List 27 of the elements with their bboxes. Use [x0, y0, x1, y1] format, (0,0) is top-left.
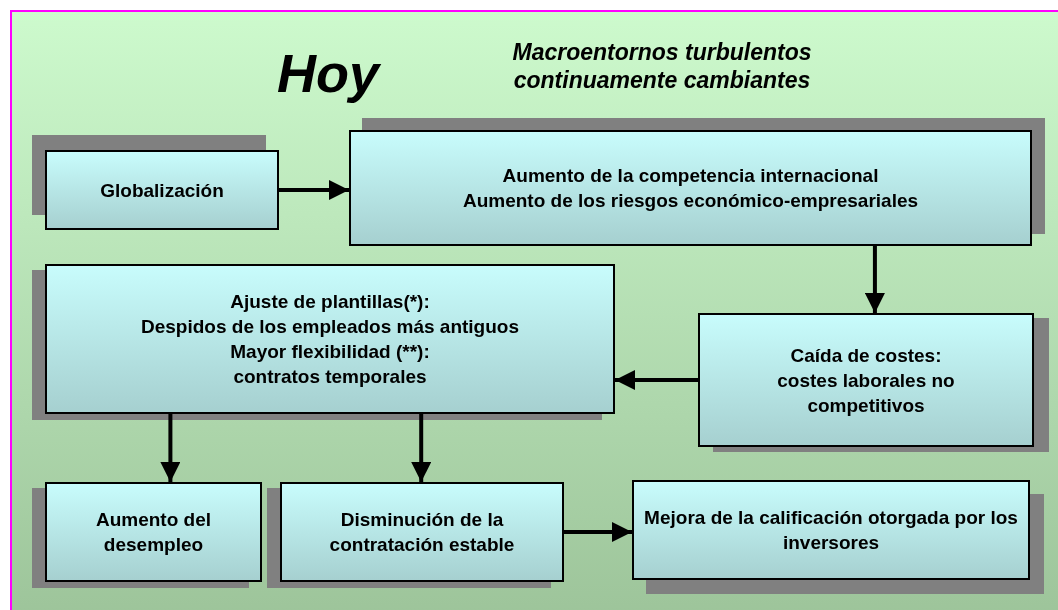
box-text: Caída de costes:: [790, 343, 942, 368]
box-text: Aumento de la competencia internacional: [502, 164, 879, 188]
box-text: Mayor flexibilidad (**):: [230, 340, 430, 364]
box-text: Mejora de la calificación otorgada por los inversores: [643, 506, 1019, 555]
arrow: [160, 414, 181, 482]
box-text: Aumento del desempleo: [94, 508, 213, 557]
process-box: [45, 264, 615, 414]
box-text: Aumento de los riesgos económico-empresariales: [462, 189, 919, 213]
subtitle: Macroentornos turbulentos continuamente cambiantes: [511, 38, 813, 94]
arrow: [411, 414, 432, 482]
process-box: [45, 150, 279, 230]
process-box: [632, 480, 1030, 580]
process-box: [280, 482, 564, 582]
title: Hoy: [277, 42, 379, 104]
process-box: [45, 482, 262, 582]
box-text: Ajuste de plantillas(*):: [230, 290, 430, 314]
box-text: Disminución de la contratación estable: [328, 508, 516, 557]
box-text: contratos temporales: [233, 365, 427, 389]
box-text: Despidos de los empleados más antiguos: [141, 315, 519, 339]
arrow: [864, 246, 885, 313]
arrow: [615, 370, 698, 390]
box-text: costes laborales no competitivos: [776, 368, 956, 418]
process-box: [698, 313, 1034, 447]
process-box: [349, 130, 1032, 246]
box-text: Globalización: [100, 178, 224, 203]
arrow: [279, 180, 349, 200]
arrow: [564, 522, 632, 542]
